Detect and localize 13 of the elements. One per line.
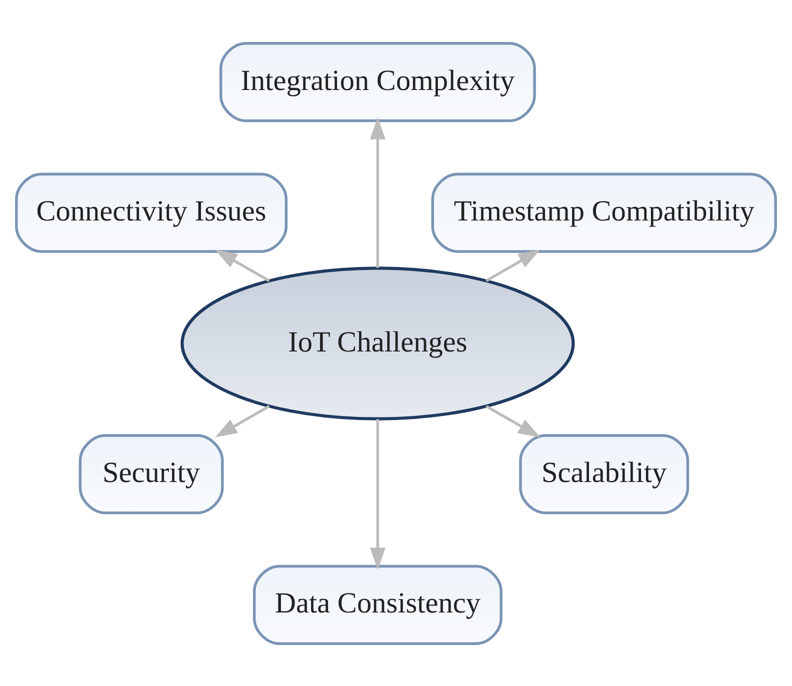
node-box: Scalability xyxy=(519,434,690,514)
arrow xyxy=(215,249,270,282)
node-box: Timestamp Compatibility xyxy=(431,172,777,252)
node-box: Security xyxy=(78,434,224,514)
arrow xyxy=(370,418,386,570)
node-box: Data Consistency xyxy=(252,564,502,644)
node-box: Integration Complexity xyxy=(219,42,536,122)
node-ellipse: IoT Challenges xyxy=(180,266,575,420)
arrow xyxy=(215,404,270,437)
node-box: Connectivity Issues xyxy=(15,172,288,252)
arrow xyxy=(370,116,386,268)
arrow xyxy=(486,404,540,437)
arrow xyxy=(486,249,540,282)
